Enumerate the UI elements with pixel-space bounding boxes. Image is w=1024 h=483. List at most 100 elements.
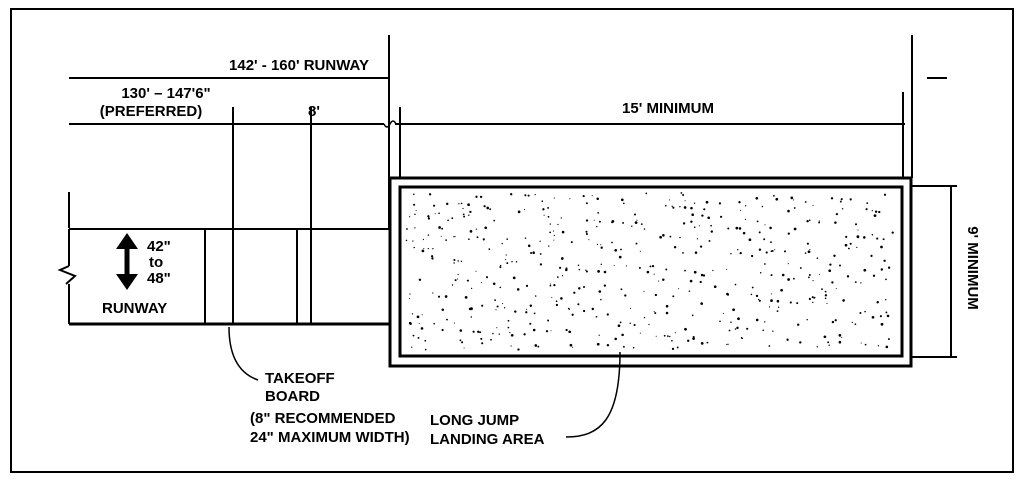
sand-speck — [451, 284, 454, 286]
landing-area-pit — [398, 185, 904, 358]
sand-speck — [765, 251, 768, 254]
sand-speck — [831, 281, 834, 284]
sand-speck — [705, 200, 709, 204]
sand-speck — [468, 214, 470, 216]
sand-speck — [797, 323, 800, 326]
sand-speck — [489, 208, 492, 211]
sand-speck — [577, 303, 580, 306]
sand-speck — [418, 278, 422, 282]
sand-speck — [550, 330, 552, 332]
sand-speck — [691, 314, 694, 317]
sand-speck — [560, 297, 563, 300]
sand-speck — [719, 320, 721, 323]
sand-speck — [424, 339, 427, 342]
sand-speck — [430, 255, 434, 258]
sand-speck — [722, 312, 724, 314]
sand-speck — [667, 335, 669, 337]
sand-speck — [582, 285, 586, 289]
takeoff-board-label-2: BOARD — [265, 388, 320, 405]
sand-speck — [499, 264, 502, 267]
sand-speck — [639, 250, 641, 252]
sand-speck — [804, 252, 807, 254]
sand-speck — [700, 273, 704, 277]
sand-speck — [847, 247, 850, 250]
sand-speck — [475, 270, 477, 272]
sand-speck — [828, 344, 830, 346]
sand-speck — [834, 319, 837, 322]
sand-speck — [757, 298, 760, 301]
sand-speck — [632, 346, 635, 349]
sand-speck — [744, 218, 747, 220]
sand-speck — [726, 343, 728, 345]
sand-speck — [431, 257, 434, 260]
sand-speck — [598, 334, 600, 336]
sand-speck — [665, 304, 669, 308]
sand-speck — [434, 213, 436, 215]
sand-speck — [499, 286, 502, 289]
sand-speck — [486, 206, 490, 210]
runway-break-symbol — [57, 265, 77, 285]
sand-speck — [470, 307, 473, 311]
sand-speck — [494, 299, 496, 301]
sand-speck — [679, 236, 681, 239]
sand-speck — [840, 198, 843, 201]
sand-speck — [829, 263, 832, 266]
sand-speck — [510, 333, 514, 337]
sand-speck — [719, 215, 723, 218]
sand-speck — [768, 345, 771, 347]
sand-speck — [551, 296, 553, 299]
sand-speck — [748, 238, 752, 242]
sand-speck — [796, 302, 799, 305]
sand-speck — [585, 269, 587, 271]
sand-speck — [734, 283, 737, 286]
sand-speck — [597, 270, 600, 273]
sand-speck — [413, 203, 416, 206]
sand-speck — [669, 235, 672, 238]
sand-speck — [629, 307, 632, 309]
sand-speck — [880, 245, 883, 249]
sand-speck — [830, 197, 834, 200]
sand-speck — [595, 315, 598, 318]
sand-speck — [770, 250, 773, 252]
sand-speck — [790, 196, 794, 200]
takeoff-board-leader — [228, 326, 259, 381]
sand-speck — [835, 288, 837, 290]
sand-speck — [516, 288, 520, 291]
sand-speck — [415, 209, 417, 212]
sand-speck — [463, 347, 465, 349]
sand-speck — [718, 202, 722, 205]
sand-speck — [679, 206, 681, 208]
sand-speck — [835, 212, 839, 216]
sand-speck — [688, 290, 691, 292]
sand-speck — [728, 329, 731, 332]
sand-speck — [466, 279, 469, 282]
sand-speck — [871, 210, 873, 212]
sand-speck — [614, 337, 617, 341]
sand-speck — [809, 248, 811, 251]
sand-speck — [726, 292, 729, 296]
sand-speck — [444, 295, 448, 298]
sand-speck — [693, 202, 696, 204]
sand-speck — [799, 341, 802, 344]
sand-speck — [622, 345, 625, 348]
takeoff-board-note-1: (8" RECOMMENDED — [250, 410, 396, 427]
sand-speck — [506, 262, 509, 265]
sand-speck — [671, 205, 673, 207]
sand-speck — [457, 273, 459, 276]
sand-speck — [735, 226, 739, 230]
sand-speck — [511, 260, 513, 263]
sand-speck — [781, 273, 785, 277]
sand-speck — [525, 284, 529, 287]
sand-speck — [490, 338, 492, 341]
sand-speck — [542, 208, 545, 211]
sand-speck — [585, 270, 588, 273]
sand-speck — [751, 286, 754, 289]
sand-speck — [648, 323, 650, 326]
sand-speck — [671, 347, 675, 351]
sand-speck — [463, 215, 466, 218]
sand-speck — [553, 234, 555, 237]
sand-speck — [750, 293, 753, 296]
sand-speck — [512, 276, 516, 280]
sand-speck — [891, 231, 894, 234]
sand-speck — [839, 200, 842, 203]
